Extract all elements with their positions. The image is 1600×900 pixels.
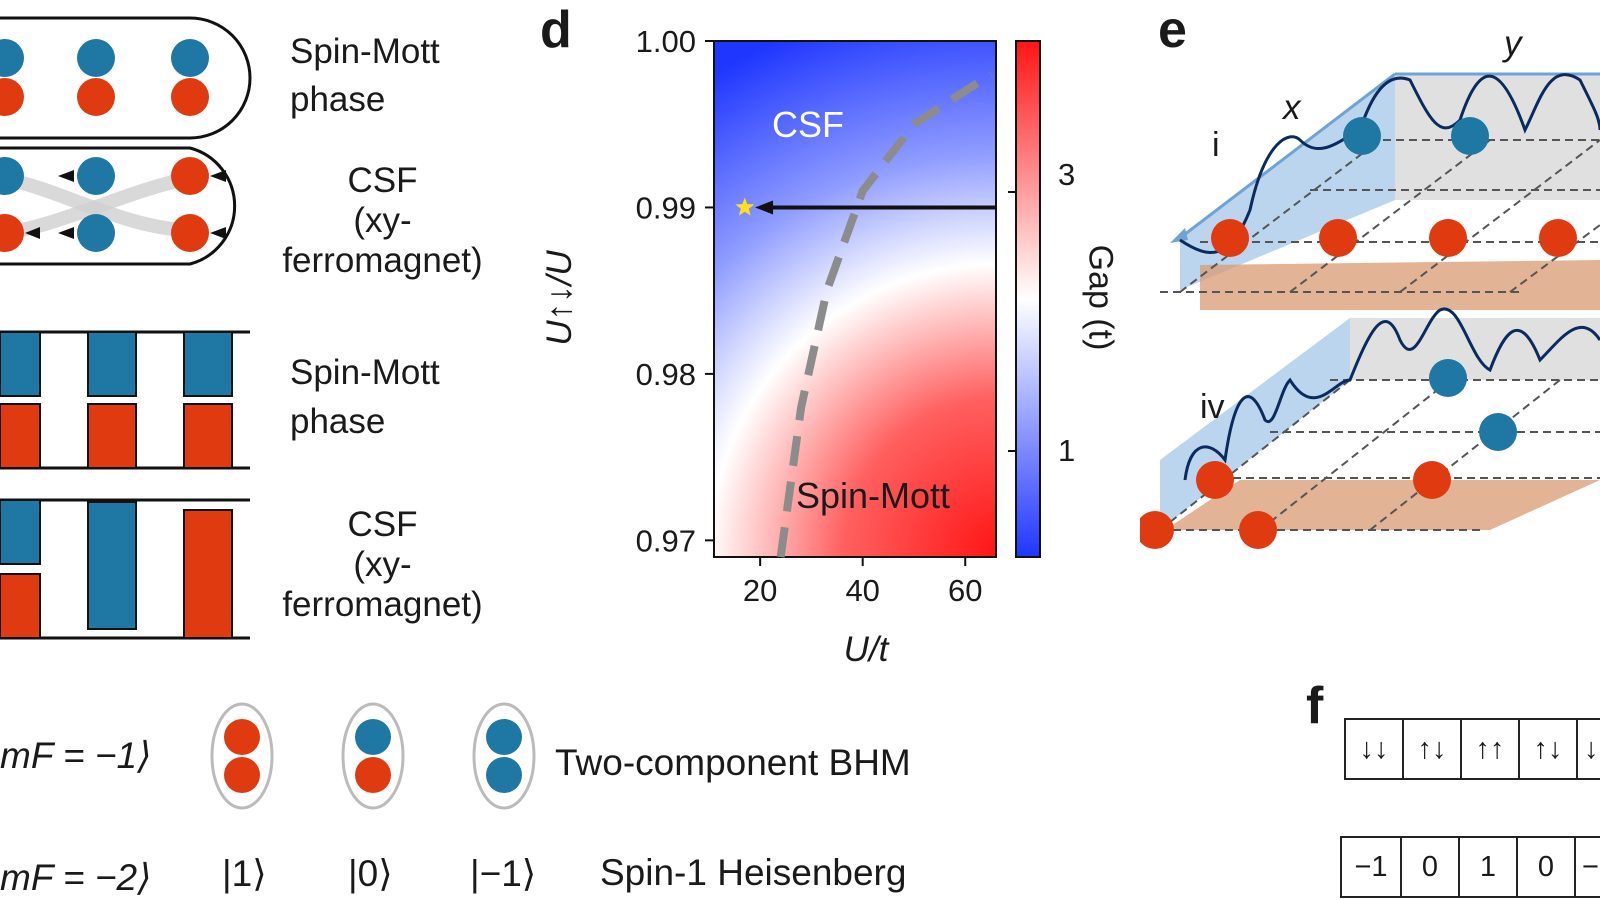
y-tick-label: 0.97 bbox=[636, 523, 696, 558]
ket-minus1: |−1⟩ bbox=[470, 853, 537, 894]
row4-label-line1: CSF bbox=[347, 505, 418, 544]
panel-f-letter: f bbox=[1306, 677, 1324, 735]
spin1-cell: 0 bbox=[1518, 838, 1576, 896]
row2-label-line1: CSF bbox=[347, 161, 418, 200]
spin-config-row: ↓↓ ↑↓ ↑↑ ↑↓ ↓ bbox=[1344, 718, 1600, 780]
x-tick-label: 40 bbox=[845, 573, 879, 608]
spin-cell: ↓ bbox=[1584, 732, 1599, 765]
sub-panel-iv-label: iv bbox=[1200, 388, 1225, 426]
axis-x-label: x bbox=[1283, 88, 1301, 127]
colorbar-tick-1: 1 bbox=[1058, 433, 1076, 468]
row3-label-line1: Spin-Mott bbox=[290, 353, 440, 392]
spin-cell: ↑↓ bbox=[1404, 720, 1462, 778]
heatmap-field bbox=[714, 41, 996, 557]
y-axis-ticks: 1.00 0.99 0.98 0.97 bbox=[636, 24, 714, 558]
x-tick-label: 60 bbox=[948, 573, 982, 608]
x-axis-label: U/t bbox=[843, 630, 889, 669]
colorbar bbox=[1015, 40, 1041, 558]
axis-y-label: y bbox=[1504, 24, 1522, 63]
colorbar-label: Gap (t) bbox=[1081, 244, 1120, 351]
left-diagrams bbox=[0, 16, 252, 640]
heisenberg-label: Spin-1 Heisenberg bbox=[600, 852, 907, 893]
y-tick-label: 0.98 bbox=[636, 357, 696, 392]
row1-label-line1: Spin-Mott bbox=[290, 32, 440, 71]
region-csf-label: CSF bbox=[772, 104, 844, 145]
row3-label-line2: phase bbox=[290, 402, 386, 441]
ket-1: |1⟩ bbox=[222, 853, 267, 894]
y-axis-label: U↑↓/U bbox=[540, 250, 579, 346]
spin1-cell: 0 bbox=[1402, 838, 1460, 896]
colorbar-tick-3: 3 bbox=[1058, 157, 1076, 192]
row1-label-line2: phase bbox=[290, 80, 386, 119]
lattice-diagrams bbox=[1140, 72, 1600, 549]
y-tick-label: 0.99 bbox=[636, 190, 696, 225]
x-tick-label: 20 bbox=[743, 573, 777, 608]
x-axis-ticks: 20 40 60 bbox=[743, 557, 982, 608]
arrow-head bbox=[755, 200, 774, 215]
state-mf-minus2: mF = −2⟩ bbox=[0, 857, 152, 898]
panel-d-letter: d bbox=[540, 1, 572, 59]
bhm-label: Two-component BHM bbox=[555, 742, 911, 783]
row2-label-line3: ferromagnet) bbox=[282, 241, 483, 280]
star-marker bbox=[735, 197, 755, 216]
y-tick-label: 1.00 bbox=[636, 24, 696, 59]
spin-cell: ↓↓ bbox=[1346, 720, 1404, 778]
spin1-cell: − bbox=[1582, 850, 1599, 883]
ket-0: |0⟩ bbox=[348, 853, 393, 894]
spin1-cell: −1 bbox=[1342, 838, 1402, 896]
panel-e-letter: e bbox=[1158, 1, 1187, 59]
sub-panel-i-label: i bbox=[1212, 126, 1220, 164]
state-mf-minus1: mF = −1⟩ bbox=[0, 735, 152, 776]
row2-label-line2: (xy- bbox=[353, 201, 412, 240]
phase-boundary-line bbox=[776, 70, 994, 558]
spin1-cell: 1 bbox=[1460, 838, 1518, 896]
spin-cell: ↑↓ bbox=[1520, 720, 1578, 778]
spin-cell: ↑↑ bbox=[1462, 720, 1520, 778]
row4-label-line3: ferromagnet) bbox=[282, 585, 483, 624]
row4-label-line2: (xy- bbox=[353, 545, 412, 584]
region-spin-mott-label: Spin-Mott bbox=[796, 475, 951, 516]
spin1-config-row: −1 0 1 0 − bbox=[1340, 836, 1600, 898]
dimer-icons bbox=[210, 702, 536, 810]
